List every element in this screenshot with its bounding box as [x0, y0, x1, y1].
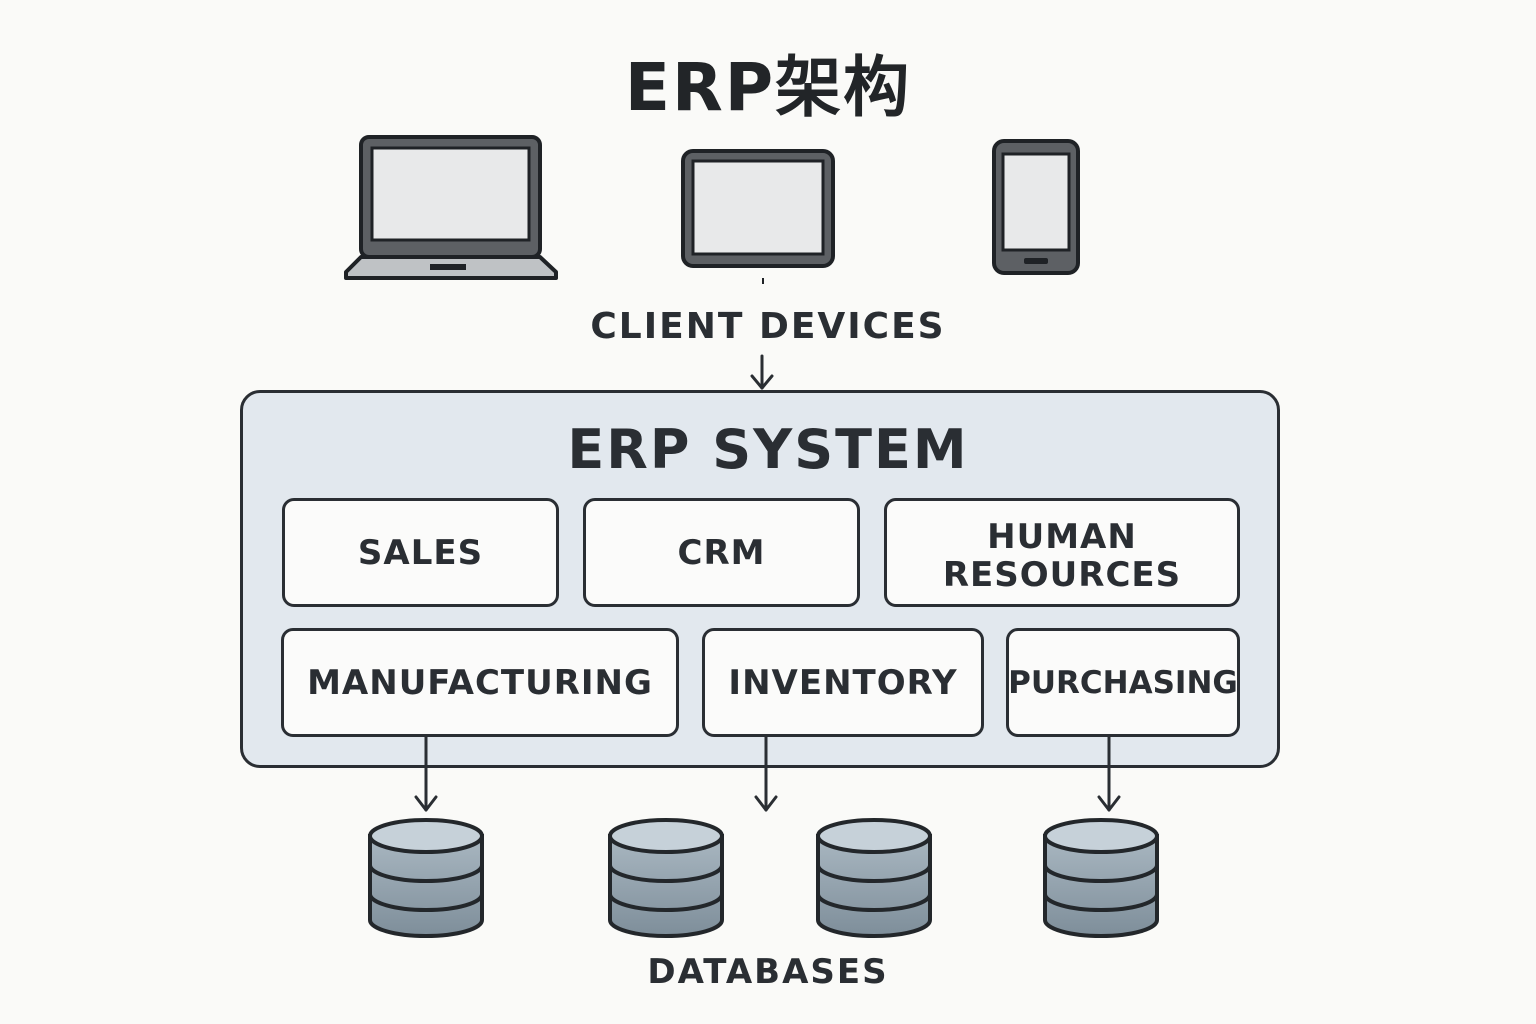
client-devices-group [0, 0, 1536, 300]
database-icon [610, 820, 722, 936]
client-devices-label: CLIENT DEVICES [0, 306, 1536, 347]
database-icon [818, 820, 930, 936]
module-human-resources[interactable]: HUMANRESOURCES [884, 498, 1240, 607]
smartphone-icon [994, 141, 1078, 273]
tablet-icon [683, 151, 833, 284]
module-purchasing[interactable]: PURCHASING [1006, 628, 1240, 737]
arrow-clients-to-erp [752, 356, 772, 388]
database-icon [1045, 820, 1157, 936]
erp-system-label: ERP SYSTEM [0, 418, 1536, 481]
laptop-icon [346, 137, 556, 278]
database-icon [370, 820, 482, 936]
module-inventory[interactable]: INVENTORY [702, 628, 984, 737]
module-manufacturing[interactable]: MANUFACTURING [281, 628, 679, 737]
module-sales[interactable]: SALES [282, 498, 559, 607]
module-crm[interactable]: CRM [583, 498, 860, 607]
databases-label: DATABASES [0, 952, 1536, 992]
